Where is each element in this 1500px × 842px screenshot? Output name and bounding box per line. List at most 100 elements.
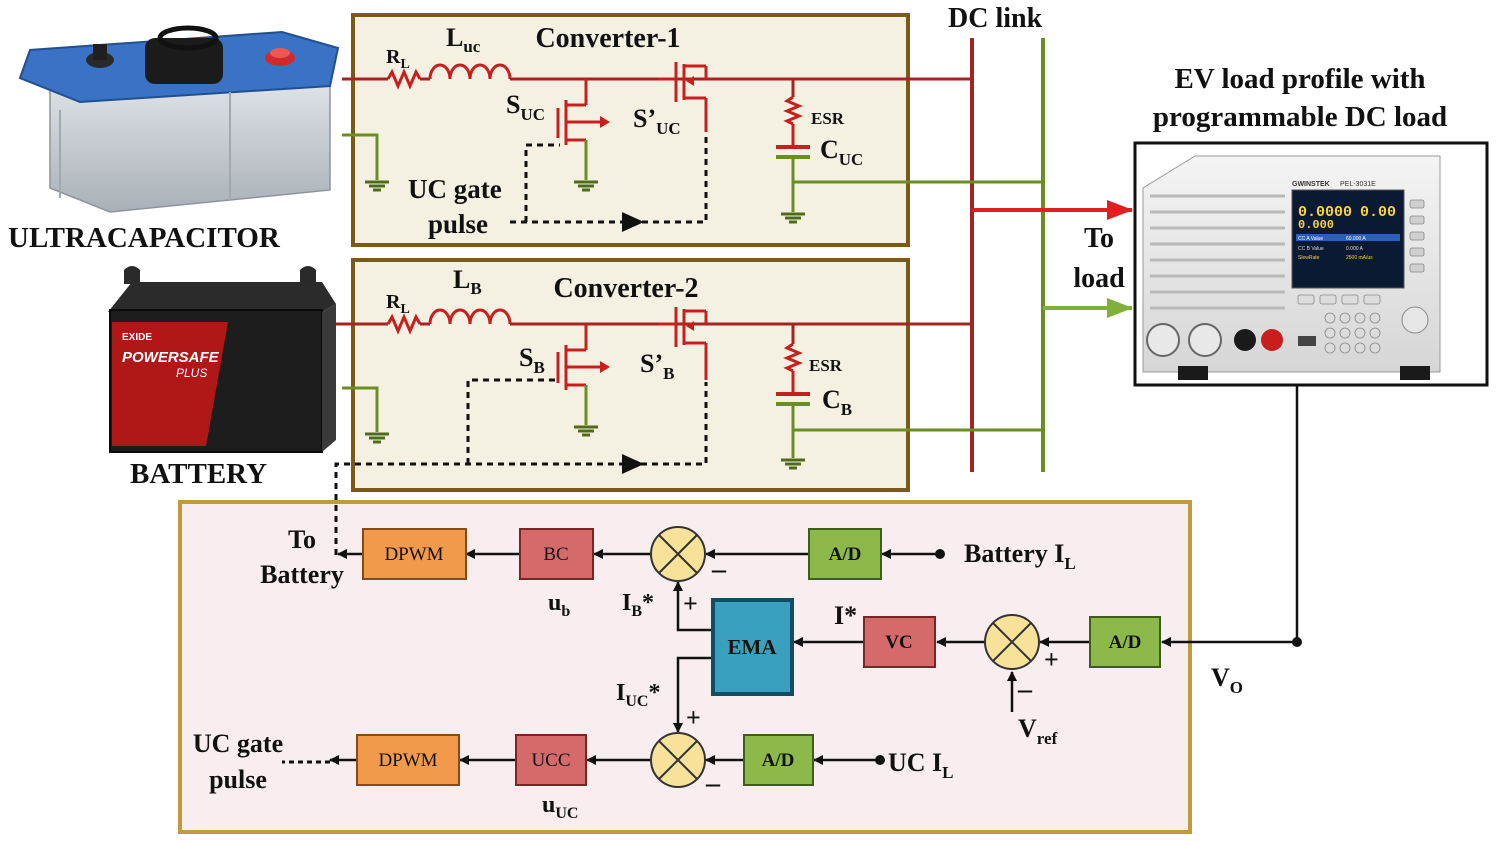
converter-2-box (351, 258, 910, 492)
load-maker-text: GWINSTEK (1292, 181, 1330, 188)
ad-uc-label: A/D (762, 750, 795, 771)
ad-vo-label: A/D (1109, 632, 1142, 653)
ground-battery-source (342, 386, 379, 432)
uc-gate-output-label-2: pulse (209, 765, 267, 794)
uc-summer-minus: – (705, 768, 721, 799)
suc-prime-label: S’UC (633, 104, 681, 138)
dpwm-battery-block: DPWM (362, 528, 467, 580)
load-display-cc-a-value: 60.000 A (1346, 236, 1366, 242)
to-battery-label-1: To (288, 525, 316, 554)
dpwm-uc-block: DPWM (356, 734, 460, 786)
load-display-cc-b-value: 0.000 A (1346, 246, 1364, 252)
esr-b-label: ESR (809, 356, 843, 375)
ub-label: ub (548, 590, 570, 620)
battery-il-label: Battery IL (964, 539, 1076, 573)
battery-label: BATTERY (130, 458, 267, 490)
ad-vo-block: A/D (1089, 616, 1161, 668)
ema-label: EMA (728, 635, 778, 659)
voltage-summer-minus: – (1017, 674, 1033, 705)
summer-uc (650, 732, 706, 788)
uc-gate-output-label-1: UC gate (193, 729, 283, 758)
i-star-label: I* (834, 601, 857, 630)
vo-label: VO (1211, 663, 1243, 697)
uuc-label: uUC (542, 792, 578, 822)
load-title-line-1: EV load profile with (1174, 63, 1425, 95)
uc-gate-label-1: UC gate (408, 174, 502, 204)
ultracapacitor-image (18, 25, 340, 213)
bc-label: BC (543, 544, 568, 565)
ucc-label: UCC (531, 750, 570, 771)
cuc-label: CUC (820, 135, 863, 169)
load-display-power: 0.00 (1360, 204, 1396, 221)
battery-plus-text: PLUS (176, 366, 207, 380)
ema-block: EMA (711, 598, 794, 696)
ib-star-label: IB* (622, 590, 654, 620)
voltage-summer-plus: + (1044, 645, 1059, 674)
uc-il-input-node (875, 755, 885, 765)
gate-signal-lines (334, 135, 708, 555)
summer-voltage (984, 614, 1040, 670)
battery-name-text: POWERSAFE (122, 349, 220, 366)
rl-b-label: RL (386, 291, 410, 317)
converter-2-circuit (330, 307, 1043, 458)
ad-battery-label: A/D (829, 544, 862, 565)
load-model-text: PEL-3031E (1340, 181, 1376, 188)
control-signal-lines (329, 549, 1089, 765)
converter-1-circuit (342, 62, 1043, 212)
ground-symbols (342, 133, 805, 470)
sb-label: SB (519, 343, 545, 377)
vc-block: VC (863, 616, 936, 668)
suc-label: SUC (506, 90, 545, 124)
lb-inductor (428, 308, 512, 325)
esr-uc-label: ESR (811, 109, 845, 128)
dpwm-battery-label: DPWM (384, 544, 443, 565)
load-display-slew-value: 2500 mA/us (1346, 255, 1373, 261)
uc-summer-plus: + (686, 703, 701, 732)
battery-gate-arrow (622, 454, 644, 474)
programmable-load-image: 0.0000 0.00 0.000 CC A Value 60.000 A CC… (1142, 155, 1441, 380)
dc-link-label: DC link (948, 3, 1043, 34)
to-battery-label-2: Battery (260, 560, 344, 589)
load-display-cc-a: CC A Value (1298, 236, 1323, 242)
luc-label: Luc (446, 23, 481, 56)
lb-label: LB (453, 265, 482, 298)
battery-image: EXIDE POWERSAFE PLUS (108, 266, 336, 453)
iuc-star-label: IUC* (616, 680, 660, 710)
luc-inductor (428, 63, 512, 80)
vref-label: Vref (1018, 714, 1058, 748)
load-title-line-2: programmable DC load (1153, 101, 1447, 133)
rl-uc-label: RL (386, 46, 410, 72)
cb-label: CB (822, 385, 852, 419)
sb-prime-label: S’B (640, 349, 674, 383)
converter-1-box (351, 13, 910, 247)
load-display-slew: SlewRate (1298, 255, 1320, 261)
ad-uc-block: A/D (743, 734, 814, 786)
dpwm-uc-label: DPWM (378, 750, 437, 771)
ad-battery-block: A/D (808, 528, 882, 580)
ultracapacitor-label: ULTRACAPACITOR (8, 222, 281, 254)
battery-summer-minus: – (711, 554, 727, 585)
ground-uc-source (342, 133, 379, 180)
uc-gate-arrow (622, 212, 644, 232)
uc-il-label: UC IL (888, 748, 954, 782)
to-load-label-2: load (1073, 263, 1125, 294)
battery-brand-text: EXIDE (122, 332, 152, 343)
load-display-cc-b: CC B Value (1298, 246, 1324, 252)
converter-1-title: Converter-1 (535, 23, 680, 54)
battery-gate-dashed-line (334, 382, 708, 555)
vo-node (1292, 637, 1302, 647)
to-load-label-1: To (1084, 223, 1114, 254)
esr-b-resistor (783, 342, 803, 373)
load-display-current: 0.000 (1298, 218, 1334, 232)
vc-label: VC (885, 632, 912, 653)
summer-battery (650, 526, 706, 582)
ucc-block: UCC (515, 734, 587, 786)
converter-2-title: Converter-2 (553, 273, 698, 304)
bc-block: BC (519, 528, 594, 580)
battery-il-input-node (935, 549, 945, 559)
uc-gate-dashed-line (510, 135, 708, 224)
rl-uc-resistor (386, 68, 422, 90)
esr-uc-resistor (783, 95, 803, 126)
load-display-voltage: 0.0000 (1298, 204, 1352, 221)
